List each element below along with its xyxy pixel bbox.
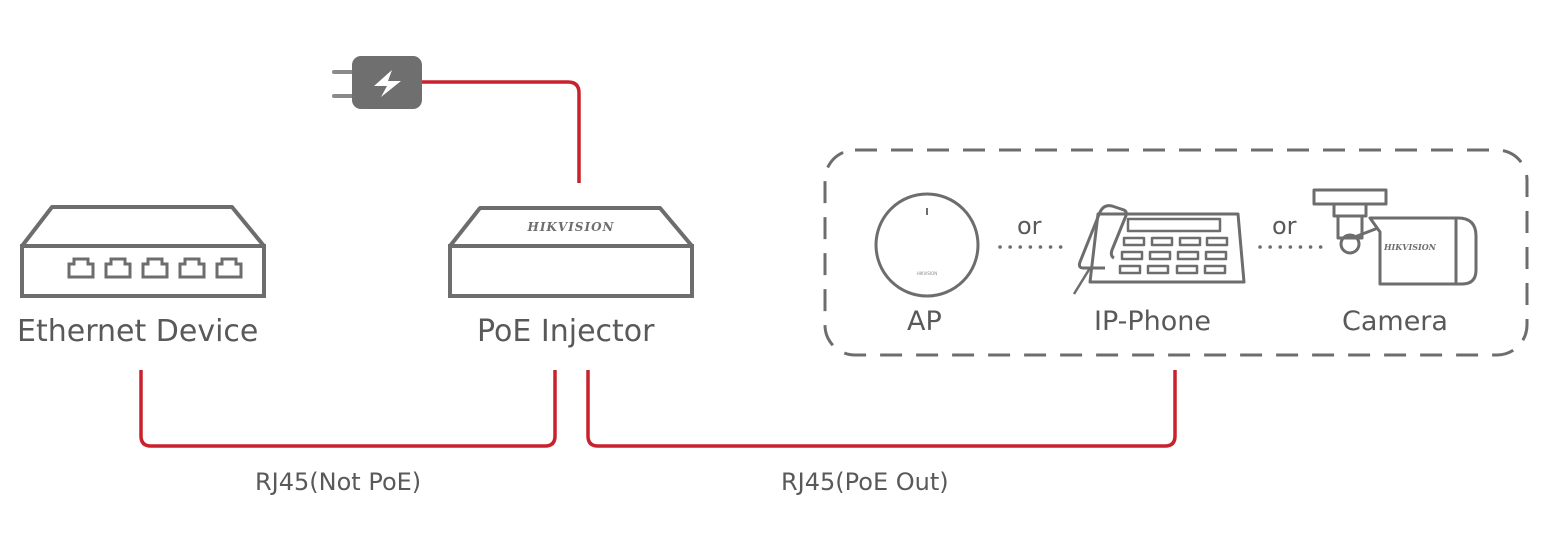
lightning-bolt-icon bbox=[374, 70, 401, 97]
powered-devices-group bbox=[823, 148, 1529, 357]
ethernet-switch-icon bbox=[20, 205, 266, 298]
power-cable bbox=[420, 80, 581, 183]
label-or-1: or bbox=[1017, 212, 1042, 240]
access-point-icon: HIKVISION bbox=[874, 192, 980, 298]
label-ap: AP bbox=[907, 306, 942, 337]
poe-injector-icon: HIKVISION bbox=[448, 206, 694, 298]
rj45-not-poe-cable bbox=[139, 370, 557, 448]
bullet-camera-icon: HIKVISION bbox=[1312, 188, 1478, 286]
ip-phone-icon bbox=[1072, 204, 1246, 295]
label-ip-phone: IP-Phone bbox=[1094, 306, 1212, 337]
ap-brand-logo: HIKVISION bbox=[917, 271, 938, 276]
rj45-poe-out-cable bbox=[586, 370, 1177, 448]
label-rj45-poe-out: RJ45(PoE Out) bbox=[781, 468, 949, 496]
camera-brand-logo: HIKVISION bbox=[1383, 242, 1437, 252]
label-ethernet-device: Ethernet Device bbox=[17, 314, 259, 349]
label-or-2: or bbox=[1272, 212, 1297, 240]
label-poe-injector: PoE Injector bbox=[477, 314, 655, 349]
power-plug-icon bbox=[332, 56, 422, 109]
injector-brand-logo: HIKVISION bbox=[526, 220, 614, 234]
label-rj45-not-poe: RJ45(Not PoE) bbox=[255, 468, 422, 496]
label-camera: Camera bbox=[1342, 306, 1448, 337]
